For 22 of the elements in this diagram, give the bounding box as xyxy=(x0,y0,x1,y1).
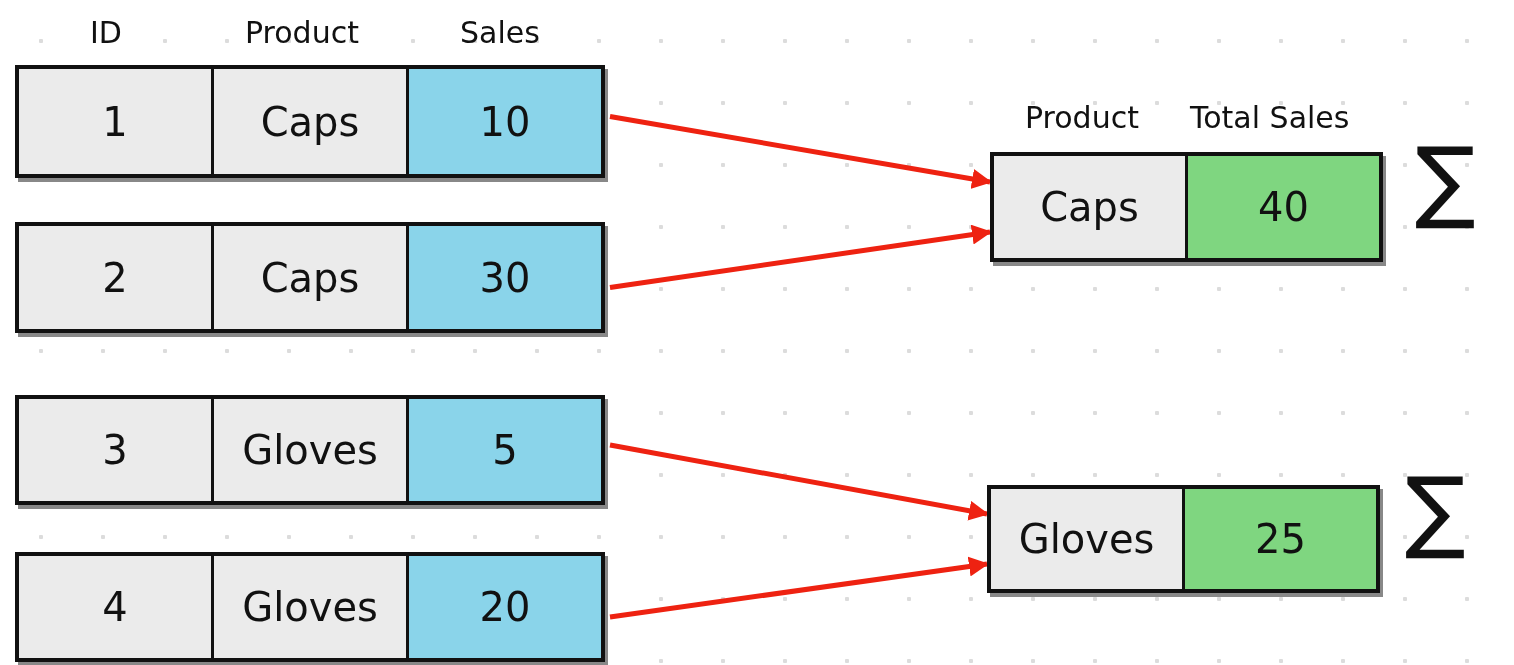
value-cell: 30 xyxy=(406,226,601,329)
text-cell-text: 1 xyxy=(101,97,129,147)
text-cell-text: Gloves xyxy=(1017,515,1156,564)
column-header: Sales xyxy=(460,15,540,50)
value-cell: 5 xyxy=(406,399,601,501)
text-cell-text: 2 xyxy=(101,253,129,303)
arrow xyxy=(609,556,989,620)
arrow xyxy=(609,224,992,290)
value-cell: 10 xyxy=(406,69,601,174)
text-cell-text: 4 xyxy=(101,583,129,632)
column-header: ID xyxy=(90,15,122,50)
arrow xyxy=(609,442,989,521)
table-row xyxy=(15,552,605,662)
value-cell: 40 xyxy=(1185,156,1379,258)
value-cell: 20 xyxy=(406,556,601,658)
arrow xyxy=(609,114,992,189)
column-header: Total Sales xyxy=(1190,100,1350,135)
column-header: Product xyxy=(245,15,359,50)
column-header: Product xyxy=(1025,100,1139,135)
text-cell-text: 3 xyxy=(101,426,129,475)
value-cell: 25 xyxy=(1182,489,1376,589)
text-cell-text: Caps xyxy=(1039,183,1140,232)
